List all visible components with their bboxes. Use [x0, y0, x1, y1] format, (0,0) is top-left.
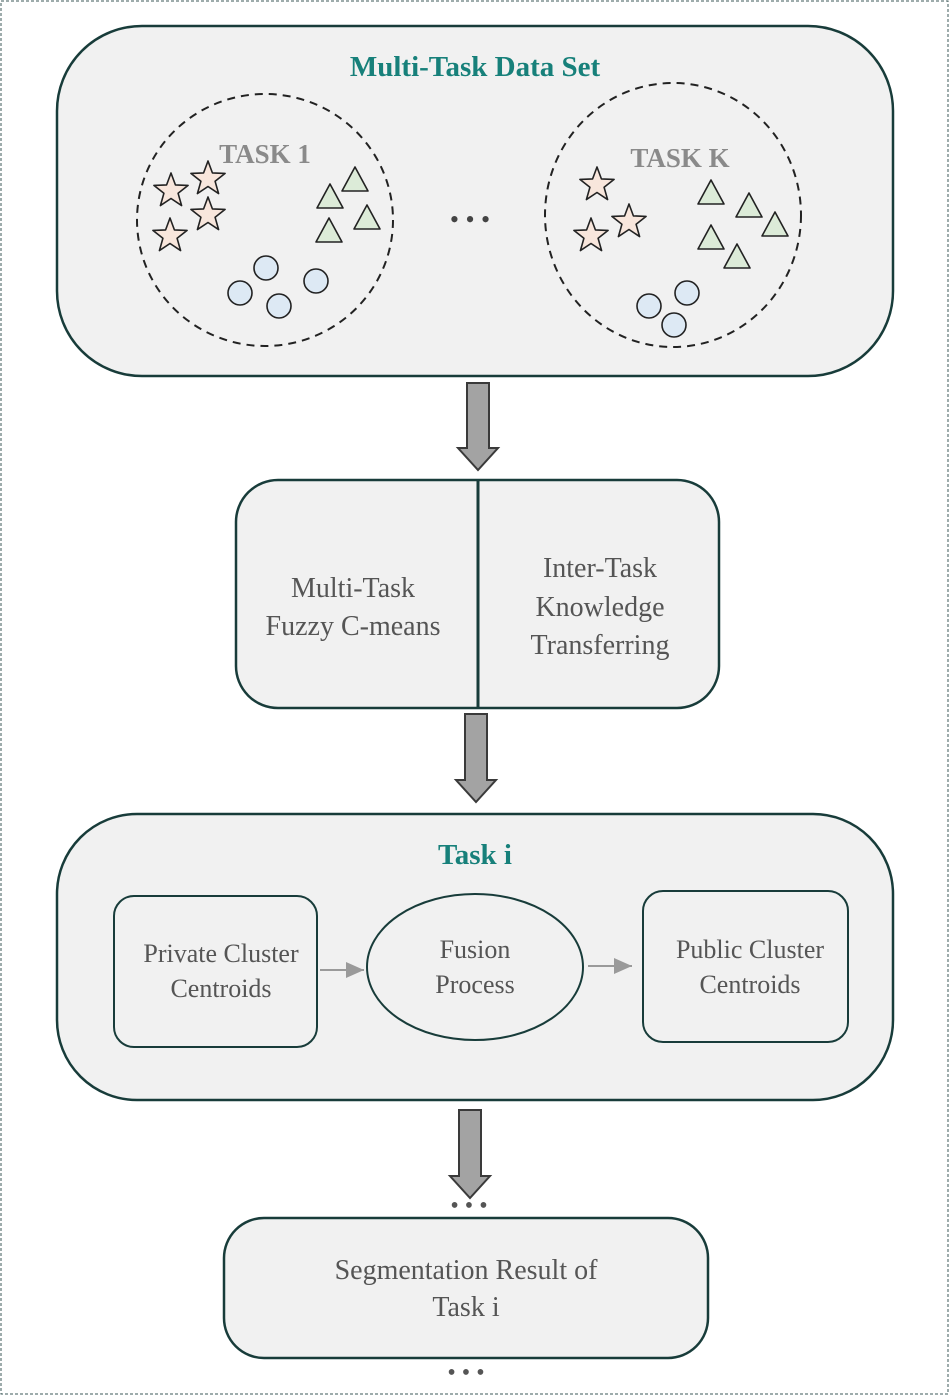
private-centroids-box [113, 895, 318, 1048]
circle-marker-icon [674, 280, 700, 306]
circle-marker-icon [253, 255, 279, 281]
circle-marker-icon [636, 293, 662, 319]
down-arrow-1 [455, 382, 501, 472]
public-centroids-box [642, 890, 849, 1043]
result-ellipsis-top: • • • [450, 1193, 487, 1219]
star-marker-icon [152, 217, 188, 252]
triangle-marker-icon [735, 192, 763, 218]
fusion-line-2: Process [435, 970, 514, 999]
mtfcm-line-2: Fuzzy C-means [266, 611, 441, 642]
result-ellipsis-bottom: • • • [447, 1360, 484, 1386]
public-line-1: Public Cluster [676, 935, 824, 964]
triangle-marker-icon [316, 183, 344, 209]
task-k-cluster: TASK K [544, 82, 802, 348]
task-1-cluster: TASK 1 [136, 93, 394, 347]
circle-marker-icon [227, 280, 253, 306]
transfer-line-1: Inter-Task [543, 553, 657, 584]
triangle-marker-icon [353, 204, 381, 230]
task-k-stars [573, 166, 647, 252]
task-i-title: Task i [438, 839, 512, 871]
star-marker-icon [573, 217, 609, 252]
circle-marker-icon [661, 312, 687, 338]
result-box: Segmentation Result of Task i [222, 1216, 710, 1360]
task-ellipsis: • • • [450, 205, 490, 234]
private-line-2: Centroids [170, 974, 271, 1003]
dataset-box: Multi-Task Data Set TASK 1 • • • TASK K [55, 24, 895, 378]
triangle-marker-icon [341, 166, 369, 192]
task-k-boundary [544, 82, 802, 348]
circle-marker-icon [303, 268, 329, 294]
task-i-box: Task i Private Cluster Centroids Fusion … [55, 812, 895, 1102]
result-line-2: Task i [432, 1292, 499, 1323]
result-line-1: Segmentation Result of [335, 1255, 599, 1286]
public-line-2: Centroids [699, 970, 800, 999]
task-1-label: TASK 1 [219, 139, 311, 169]
star-marker-icon [579, 166, 615, 201]
fusion-line-1: Fusion [440, 935, 511, 964]
triangle-marker-icon [697, 179, 725, 205]
method-box: Multi-Task Fuzzy C-means Inter-Task Know… [234, 478, 721, 710]
star-marker-icon [153, 172, 189, 207]
down-arrow-2 [453, 713, 499, 804]
task-k-triangles [697, 179, 789, 269]
fusion-process-node [366, 893, 584, 1041]
result-box-frame [222, 1216, 710, 1360]
task-1-boundary [136, 93, 394, 347]
task-1-stars [152, 160, 226, 252]
triangle-marker-icon [697, 224, 725, 250]
private-line-1: Private Cluster [143, 939, 299, 968]
down-arrow-3 [447, 1109, 493, 1200]
mtfcm-line-1: Multi-Task [291, 573, 415, 604]
task-1-triangles [315, 166, 381, 243]
star-marker-icon [190, 196, 226, 231]
circle-marker-icon [266, 293, 292, 319]
triangle-marker-icon [761, 211, 789, 237]
triangle-marker-icon [315, 217, 343, 243]
task-k-label: TASK K [630, 143, 729, 173]
star-marker-icon [190, 160, 226, 195]
dataset-title: Multi-Task Data Set [350, 51, 601, 83]
task-k-circles [636, 280, 700, 338]
task-1-circles [227, 255, 329, 319]
transfer-line-3: Transferring [531, 630, 670, 661]
star-marker-icon [611, 203, 647, 238]
transfer-line-2: Knowledge [535, 592, 664, 623]
triangle-marker-icon [723, 243, 751, 269]
